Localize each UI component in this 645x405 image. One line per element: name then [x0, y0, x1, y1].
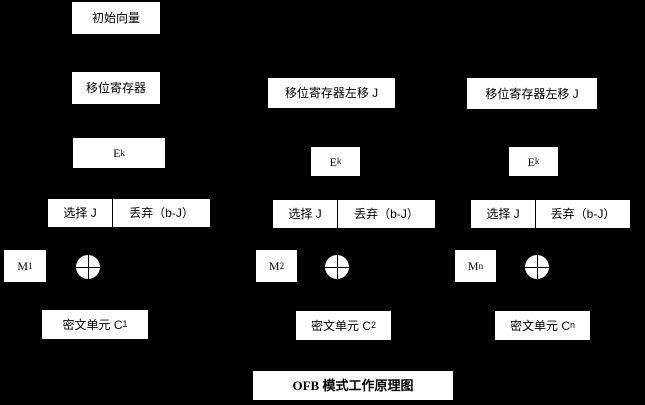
initial-vector-box-stage-1: 初始向量	[72, 2, 160, 34]
message-sub-label: n	[478, 260, 484, 271]
message-label: M	[17, 259, 29, 273]
select-label: 选择 J	[288, 207, 322, 221]
discard-label: 丢弃（b-J）	[550, 207, 616, 221]
shift-register-label: 移位寄存器	[85, 81, 146, 95]
discard-box-stage-n: 丢弃（b-J）	[536, 200, 630, 228]
cipher-label: 密文单元 C	[310, 318, 371, 333]
xor-horizontal-bar	[525, 266, 549, 268]
cipher-sub-label: 2	[371, 320, 377, 330]
discard-label: 丢弃（b-J）	[129, 206, 194, 220]
discard-label: 丢弃（b-J）	[354, 207, 419, 221]
diagram-title-label: OFB 模式工作原理图	[292, 378, 414, 393]
message-label: M	[467, 259, 479, 273]
initial-vector-label: 初始向量	[91, 11, 140, 25]
shift-register-box-stage-1: 移位寄存器	[72, 72, 160, 104]
encrypt-sub-label: k	[120, 147, 125, 158]
encrypt-label: E	[329, 154, 337, 169]
message-sub-label: 1	[28, 260, 33, 271]
encrypt-sub-label: k	[336, 156, 342, 166]
xor-horizontal-bar	[325, 266, 349, 268]
xor-icon-stage-2	[325, 255, 349, 279]
message-label: M	[268, 259, 280, 273]
cipher-label: 密文单元 C	[509, 318, 570, 333]
shift-register-box-stage-2: 移位寄存器左移 J	[268, 78, 395, 108]
select-label: 选择 J	[63, 206, 97, 220]
select-box-stage-n: 选择 J	[471, 200, 535, 228]
cipher-sub-label: 1	[122, 319, 128, 329]
encrypt-label: E	[113, 146, 121, 160]
xor-horizontal-bar	[76, 266, 100, 268]
message-sub-label: 2	[279, 260, 285, 271]
select-label: 选择 J	[486, 207, 520, 221]
encrypt-label: E	[527, 154, 535, 169]
cipher-label: 密文单元 C	[62, 317, 123, 332]
xor-icon-stage-1	[76, 255, 100, 279]
xor-icon-stage-n	[525, 255, 549, 279]
select-box-stage-2: 选择 J	[273, 200, 337, 228]
shift-register-label: 移位寄存器左移 J	[284, 86, 379, 100]
cipher-sub-label: n	[570, 320, 576, 330]
shift-register-box-stage-n: 移位寄存器左移 J	[467, 78, 597, 109]
diagram-title-box: OFB 模式工作原理图	[253, 371, 453, 400]
select-box-stage-1: 选择 J	[48, 199, 112, 227]
encrypt-sub-label: k	[534, 156, 540, 166]
discard-box-stage-1: 丢弃（b-J）	[113, 199, 210, 227]
shift-register-label: 移位寄存器左移 J	[485, 86, 579, 101]
discard-box-stage-2: 丢弃（b-J）	[338, 200, 435, 228]
